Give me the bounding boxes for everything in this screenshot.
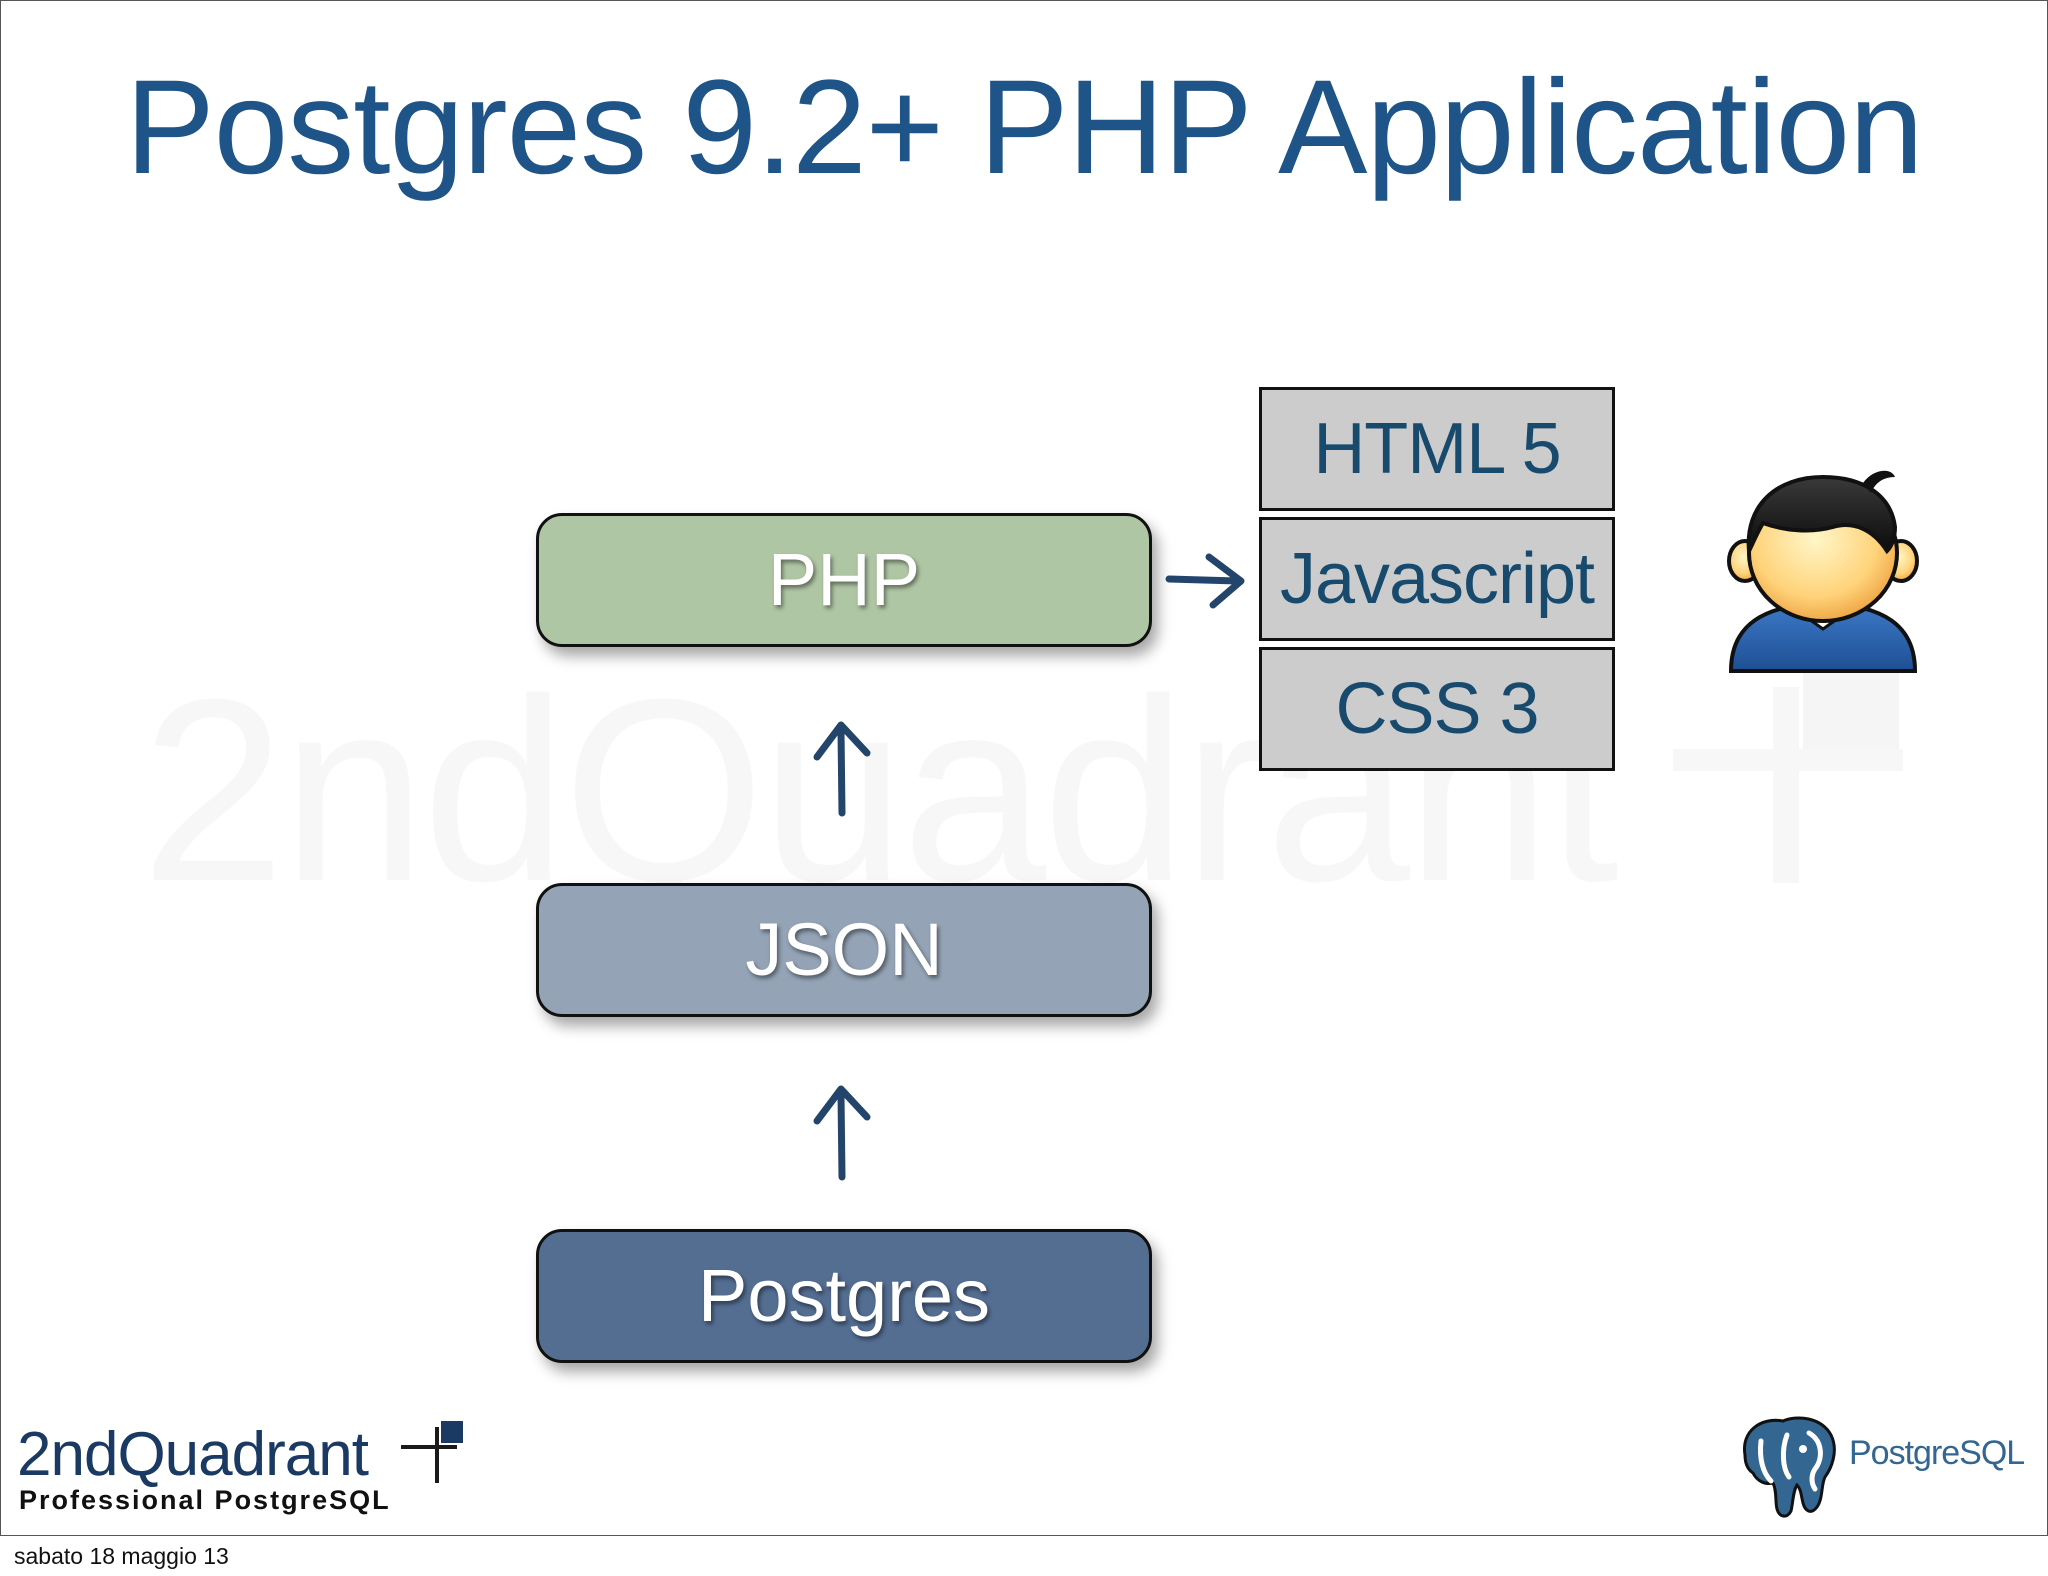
php-layer-box: PHP [536,513,1152,647]
watermark-square [1803,665,1899,749]
slide-title: Postgres 9.2+ PHP Application [125,53,1923,202]
logo-square [441,1421,463,1443]
arrow-up-icon [813,721,871,817]
watermark-plus-horizontal [1673,749,1903,771]
javascript-box: Javascript [1259,517,1615,641]
logo-plus-horizontal [401,1445,457,1449]
logo-plus-vertical [435,1427,439,1483]
watermark-plus-vertical [1773,687,1799,883]
html5-box: HTML 5 [1259,387,1615,511]
arrow-right-icon [1165,553,1245,609]
arrow-up-icon [813,1085,871,1181]
company-name: 2ndQuadrant [17,1420,369,1489]
2ndquadrant-logo: 2ndQuadrant Professional PostgreSQL [17,1421,477,1521]
css3-box: CSS 3 [1259,647,1615,771]
footer-date: sabato 18 maggio 13 [14,1543,229,1569]
user-icon [1727,470,1919,673]
postgresql-elephant-icon [1743,1416,1836,1518]
postgresql-logo: PostgreSQL [1731,1411,2031,1521]
json-layer-box: JSON [536,883,1152,1017]
slide: 2ndQuadrant Postgres 9.2+ PHP Applicatio… [0,0,2048,1536]
postgresql-logo-text: PostgreSQL [1849,1434,2025,1472]
company-tagline: Professional PostgreSQL [19,1485,391,1515]
postgres-layer-box: Postgres [536,1229,1152,1363]
